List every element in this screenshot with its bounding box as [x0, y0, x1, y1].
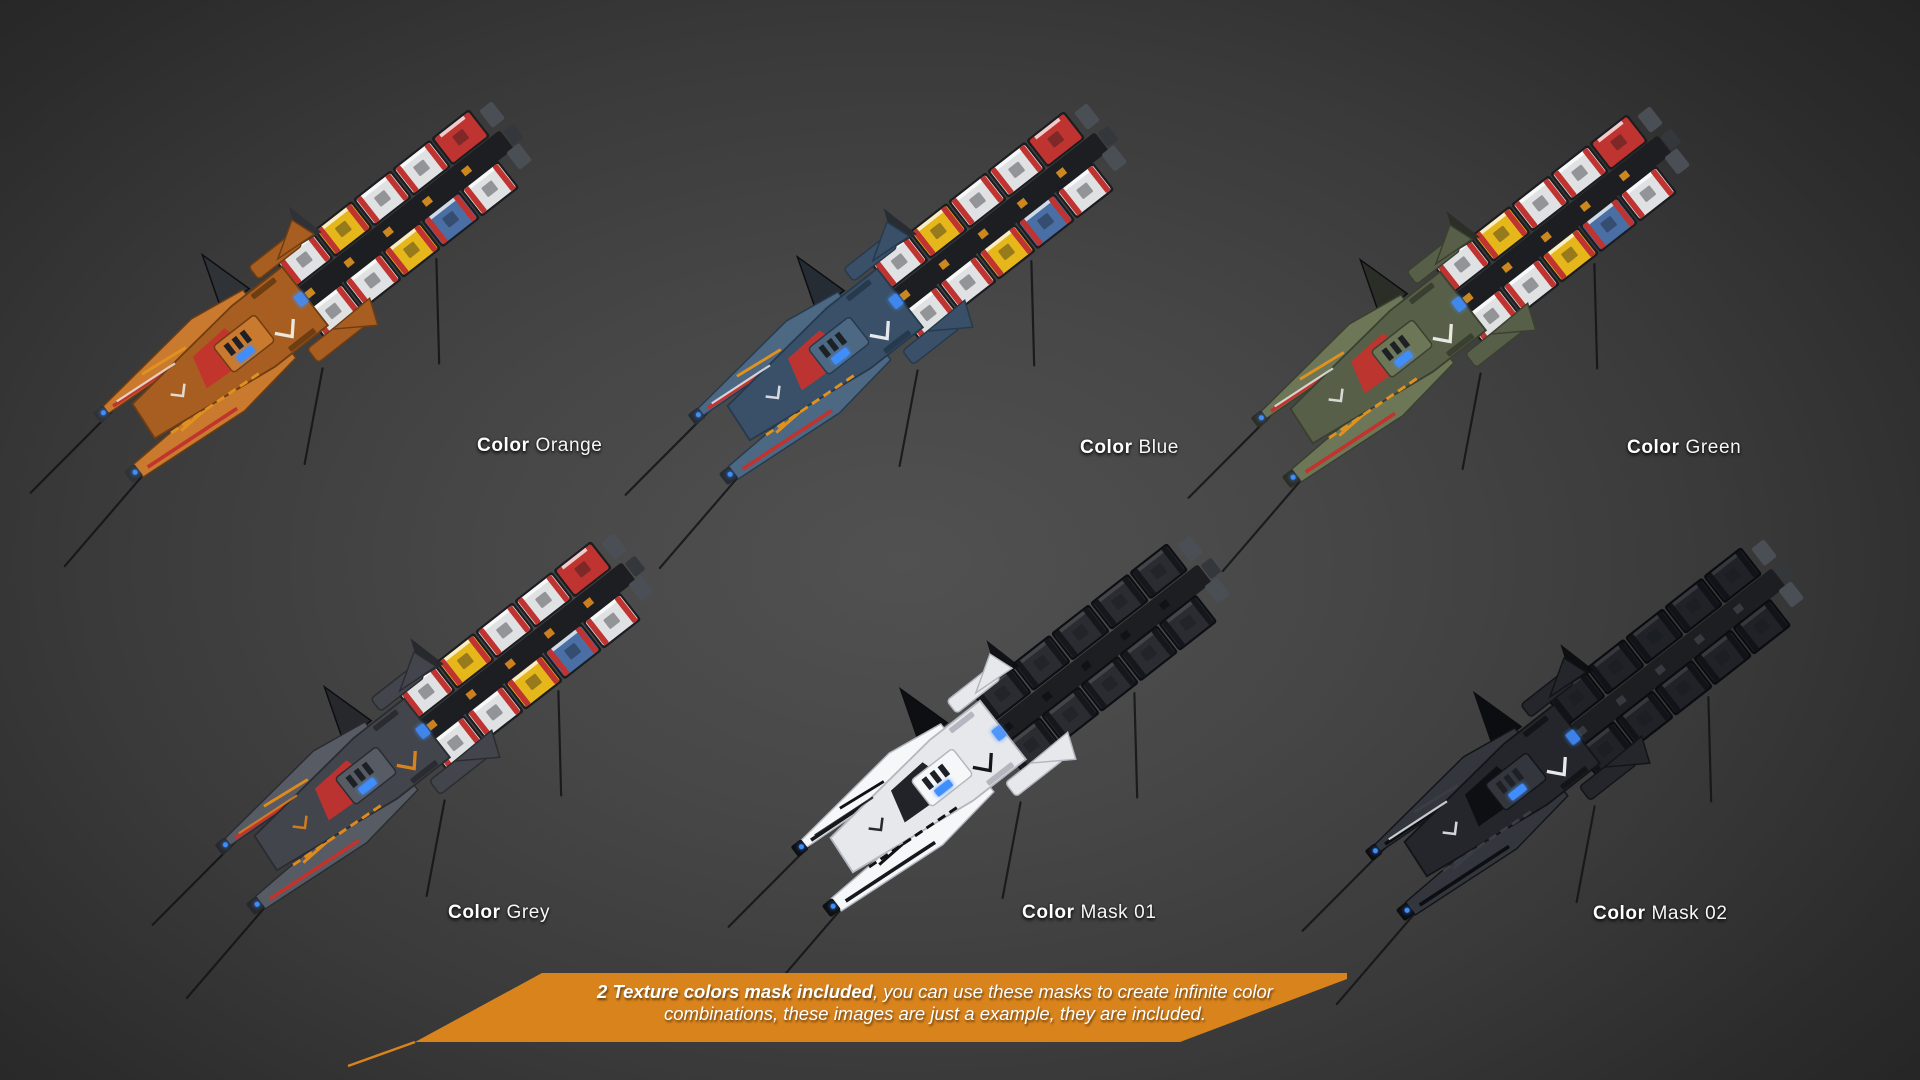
info-banner-bold: 2 Texture colors mask included — [597, 981, 873, 1002]
ship-label-mask01: Color Mask 01 — [1022, 902, 1157, 924]
ship-render-mask02 — [1301, 446, 1832, 1006]
ship-render-mask01 — [727, 442, 1258, 1002]
ship-label-green: Color Green — [1627, 437, 1741, 459]
ship-render-grey — [151, 440, 682, 1000]
ship-render-blue — [624, 10, 1155, 570]
ship-label-prefix: Color — [1593, 903, 1646, 924]
info-banner-line2: combinations, these images are just a ex… — [664, 1003, 1206, 1024]
ship-render-green — [1187, 13, 1718, 573]
ship-label-grey: Color Grey — [448, 902, 550, 924]
ship-label-value: Blue — [1132, 437, 1179, 458]
ship-label-value: Grey — [500, 902, 551, 923]
ship-label-prefix: Color — [1022, 902, 1075, 923]
info-banner-line1: 2 Texture colors mask included, you can … — [520, 981, 1350, 1003]
info-banner-text: 2 Texture colors mask included, you can … — [520, 981, 1350, 1025]
ship-render-orange — [29, 8, 560, 568]
ship-label-prefix: Color — [1080, 437, 1133, 458]
ship-label-orange: Color Orange — [477, 435, 602, 457]
info-banner-rest: , you can use these masks to create infi… — [872, 981, 1273, 1002]
ship-label-blue: Color Blue — [1080, 437, 1179, 459]
ship-label-value: Orange — [529, 435, 603, 456]
ship-label-prefix: Color — [1627, 437, 1680, 458]
ship-label-value: Mask 01 — [1074, 902, 1157, 923]
ship-label-value: Mask 02 — [1645, 903, 1728, 924]
ship-label-prefix: Color — [477, 435, 530, 456]
ship-label-mask02: Color Mask 02 — [1593, 903, 1728, 925]
ship-label-value: Green — [1679, 437, 1742, 458]
ship-label-prefix: Color — [448, 902, 501, 923]
info-banner-shape — [347, 973, 1347, 1068]
